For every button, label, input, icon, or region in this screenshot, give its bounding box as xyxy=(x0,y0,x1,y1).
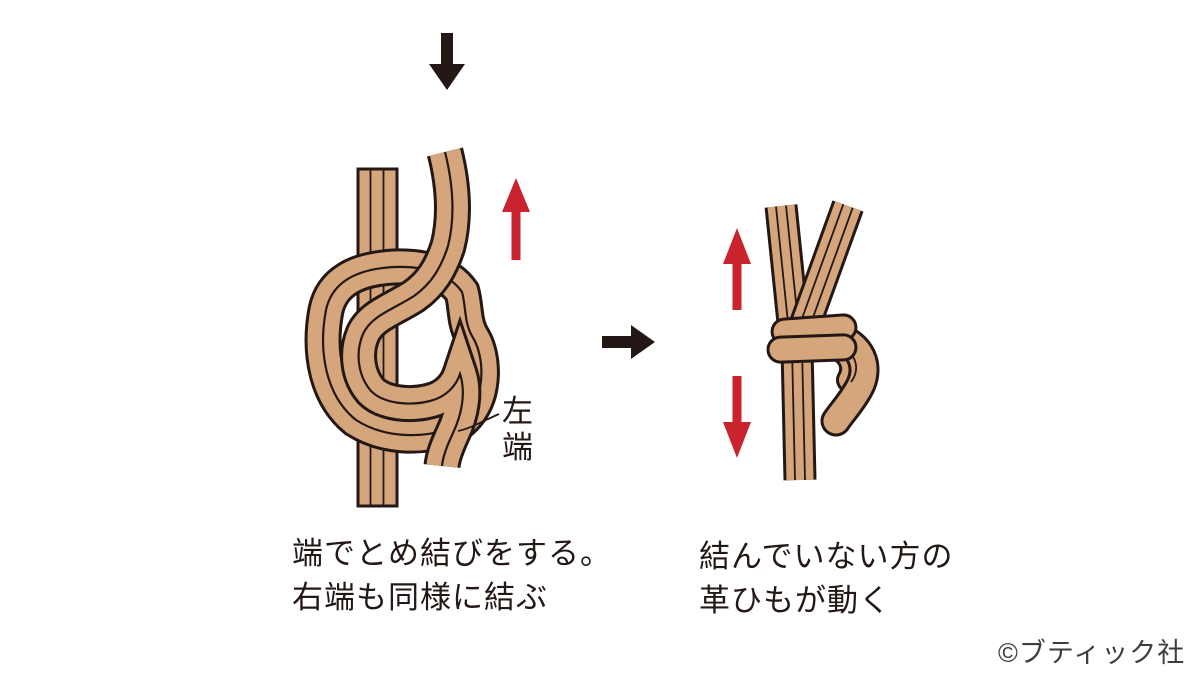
knot-wraps xyxy=(766,313,858,364)
right-knot-illustration xyxy=(723,200,880,481)
caption-line: 右端も同様に結ぶ xyxy=(292,580,548,615)
cord-end-label: 左端 xyxy=(502,394,533,465)
up-arrow-red-icon xyxy=(723,228,751,310)
right-arrow-black-icon xyxy=(602,325,655,359)
upper-left-cord xyxy=(764,204,811,334)
caption-line: 革ひもが動く xyxy=(699,583,891,618)
up-arrow-red-icon xyxy=(502,178,530,260)
caption-line: 結んでいない方の xyxy=(699,539,954,574)
down-arrow-red-icon xyxy=(723,376,751,458)
copyright-notice: ©ブティック社 xyxy=(998,638,1186,668)
caption-line: 端でとめ結びをする。 xyxy=(292,536,612,571)
knot-working-cord xyxy=(340,147,482,469)
down-arrow-black-icon xyxy=(429,33,465,90)
label-leader-line xyxy=(457,413,500,432)
knot-outer-loop xyxy=(304,248,500,454)
lower-cord xyxy=(780,347,817,481)
left-figure-caption: 端でとめ結びをする。 右端も同様に結ぶ xyxy=(292,532,612,620)
right-figure-caption: 結んでいない方の 革ひもが動く xyxy=(699,535,953,623)
left-knot-illustration xyxy=(304,33,530,508)
